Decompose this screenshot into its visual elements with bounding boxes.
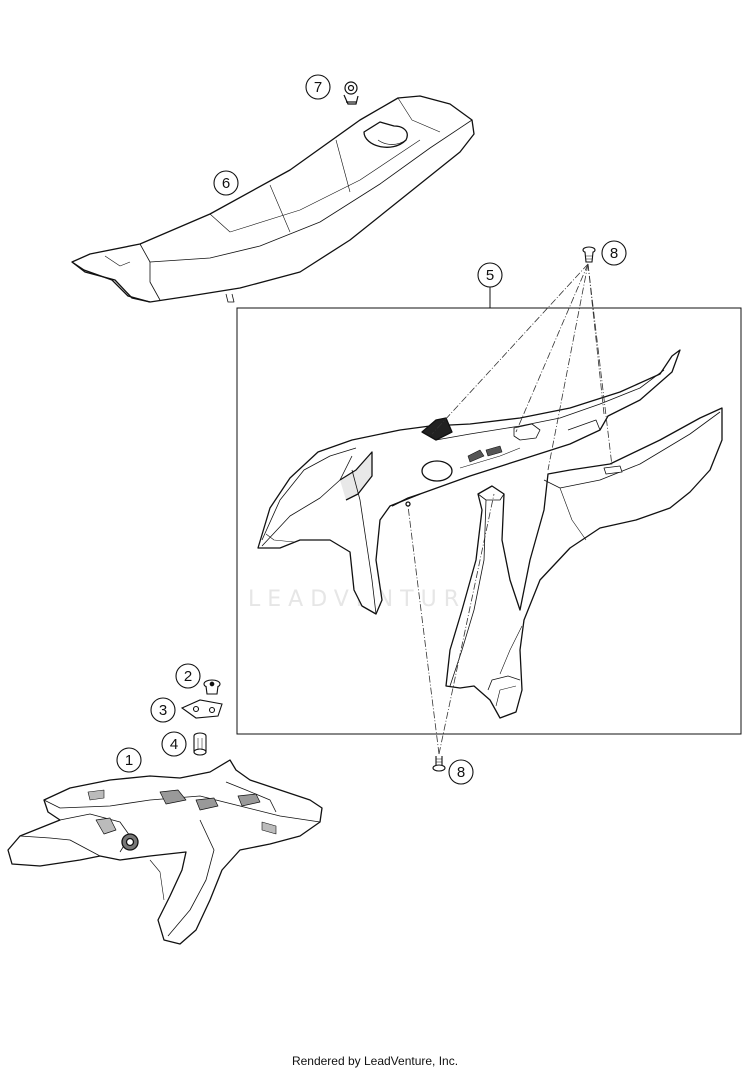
side-panel-group-box	[236, 307, 742, 735]
svg-text:8: 8	[457, 764, 465, 781]
callout-4[interactable]: 4	[161, 731, 187, 757]
plate-3[interactable]	[180, 699, 223, 719]
seat-fastener[interactable]	[343, 81, 359, 105]
callout-5[interactable]: 5	[477, 262, 503, 288]
svg-text:7: 7	[314, 79, 322, 96]
callout-3[interactable]: 3	[150, 697, 176, 723]
dashed-leader-lines	[407, 263, 613, 755]
callout-8-top[interactable]: 8	[601, 240, 627, 266]
svg-text:4: 4	[170, 736, 178, 753]
subframe[interactable]	[7, 759, 323, 945]
svg-text:6: 6	[222, 175, 230, 192]
screw-bottom[interactable]	[432, 756, 446, 772]
footer-credit: Rendered by LeadVenture, Inc.	[291, 1054, 459, 1068]
callout-7[interactable]: 7	[305, 74, 331, 100]
screw-top[interactable]	[582, 246, 596, 263]
svg-text:3: 3	[159, 702, 167, 719]
svg-text:5: 5	[486, 267, 494, 284]
svg-text:1: 1	[125, 752, 133, 769]
callout-1[interactable]: 1	[116, 747, 142, 773]
seat[interactable]	[71, 95, 475, 303]
svg-text:2: 2	[184, 668, 192, 685]
callout-2[interactable]: 2	[175, 663, 201, 689]
svg-text:8: 8	[610, 245, 618, 262]
bolt-2[interactable]	[203, 679, 221, 695]
callout-8-bottom[interactable]: 8	[448, 759, 474, 785]
callout-6[interactable]: 6	[213, 170, 239, 196]
spacer-4[interactable]	[193, 732, 207, 756]
side-panel-left[interactable]	[257, 349, 681, 615]
